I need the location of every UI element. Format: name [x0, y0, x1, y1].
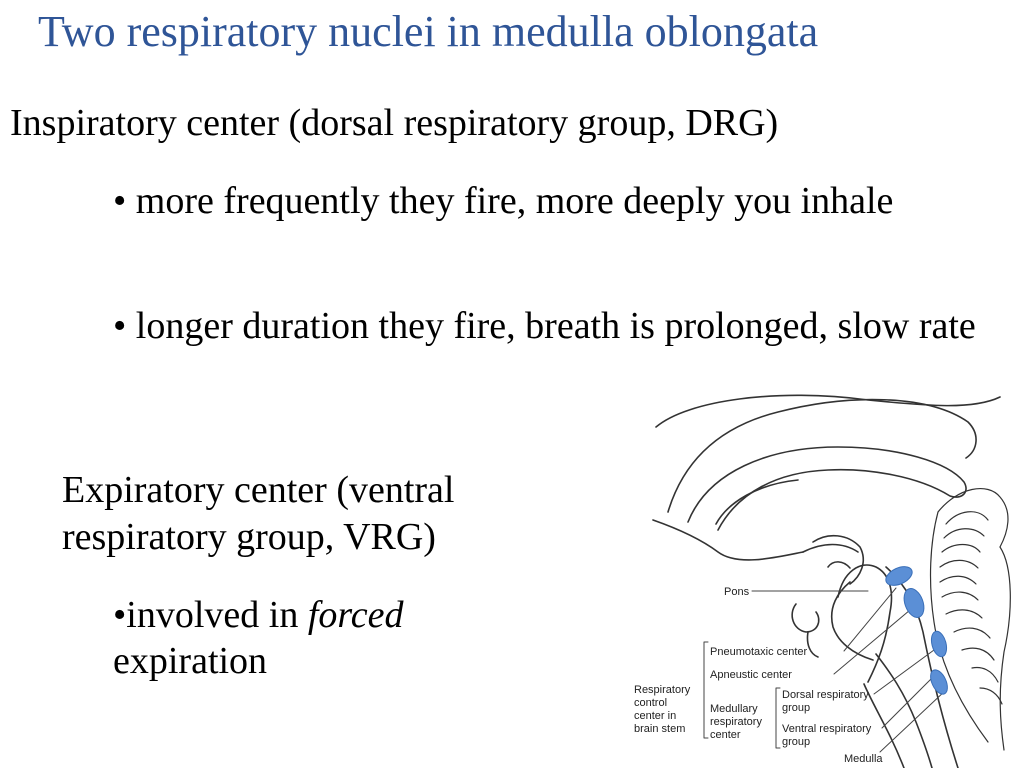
- respiratory-nuclei: [885, 566, 948, 695]
- dorsal-respiratory-nucleus: [930, 630, 948, 658]
- label-pneumotaxic: Pneumotaxic center: [710, 646, 808, 658]
- brainstem-column: [885, 566, 959, 768]
- svg-text:center: center: [710, 729, 741, 741]
- brainstem-diagram: Pons Pneumotaxic center Apneustic center…: [634, 394, 1011, 768]
- svg-text:group: group: [782, 736, 810, 748]
- corpus-callosum: [687, 446, 967, 531]
- expiratory-bullet-suffix: expiration: [113, 640, 268, 682]
- svg-text:center in: center in: [634, 710, 676, 722]
- slide-title: Two respiratory nuclei in medulla oblong…: [38, 7, 819, 56]
- svg-text:Dorsal respiratory: Dorsal respiratory: [782, 689, 869, 701]
- svg-text:Respiratory: Respiratory: [634, 684, 691, 696]
- apneustic-nucleus: [903, 588, 925, 618]
- expiratory-bullet: •involved in forced expiration: [113, 592, 533, 684]
- svg-text:brain stem: brain stem: [634, 723, 685, 735]
- expiratory-bullet-emphasis: forced: [307, 594, 404, 636]
- pons-outline: [837, 564, 893, 683]
- svg-text:Medullary: Medullary: [710, 703, 758, 715]
- inspiratory-bullet-1: • more frequently they fire, more deeply…: [113, 180, 894, 222]
- ventral-respiratory-nucleus: [930, 669, 948, 695]
- expiratory-heading: Expiratory center (ventral respiratory g…: [62, 469, 455, 558]
- label-medullary: Medullary respiratory center: [710, 703, 762, 741]
- svg-text:Ventral respiratory: Ventral respiratory: [782, 723, 872, 735]
- expiratory-bullet-prefix: •involved in: [113, 594, 308, 636]
- label-respiratory-control: Respiratory control center in brain stem: [634, 684, 691, 735]
- inspiratory-heading: Inspiratory center (dorsal respiratory g…: [10, 102, 779, 144]
- svg-text:group: group: [782, 702, 810, 714]
- svg-text:respiratory: respiratory: [710, 716, 762, 728]
- label-dorsal: Dorsal respiratory group: [782, 689, 869, 714]
- label-medulla: Medulla: [844, 753, 883, 765]
- label-apneustic: Apneustic center: [710, 669, 792, 681]
- label-pons: Pons: [724, 586, 750, 598]
- brain-outline: [655, 394, 1001, 428]
- cerebellum: [929, 488, 1011, 751]
- inspiratory-bullet-2: • longer duration they fire, breath is p…: [113, 305, 976, 347]
- label-ventral: Ventral respiratory group: [782, 723, 872, 748]
- pneumotaxic-nucleus: [885, 566, 913, 586]
- svg-text:control: control: [634, 697, 667, 709]
